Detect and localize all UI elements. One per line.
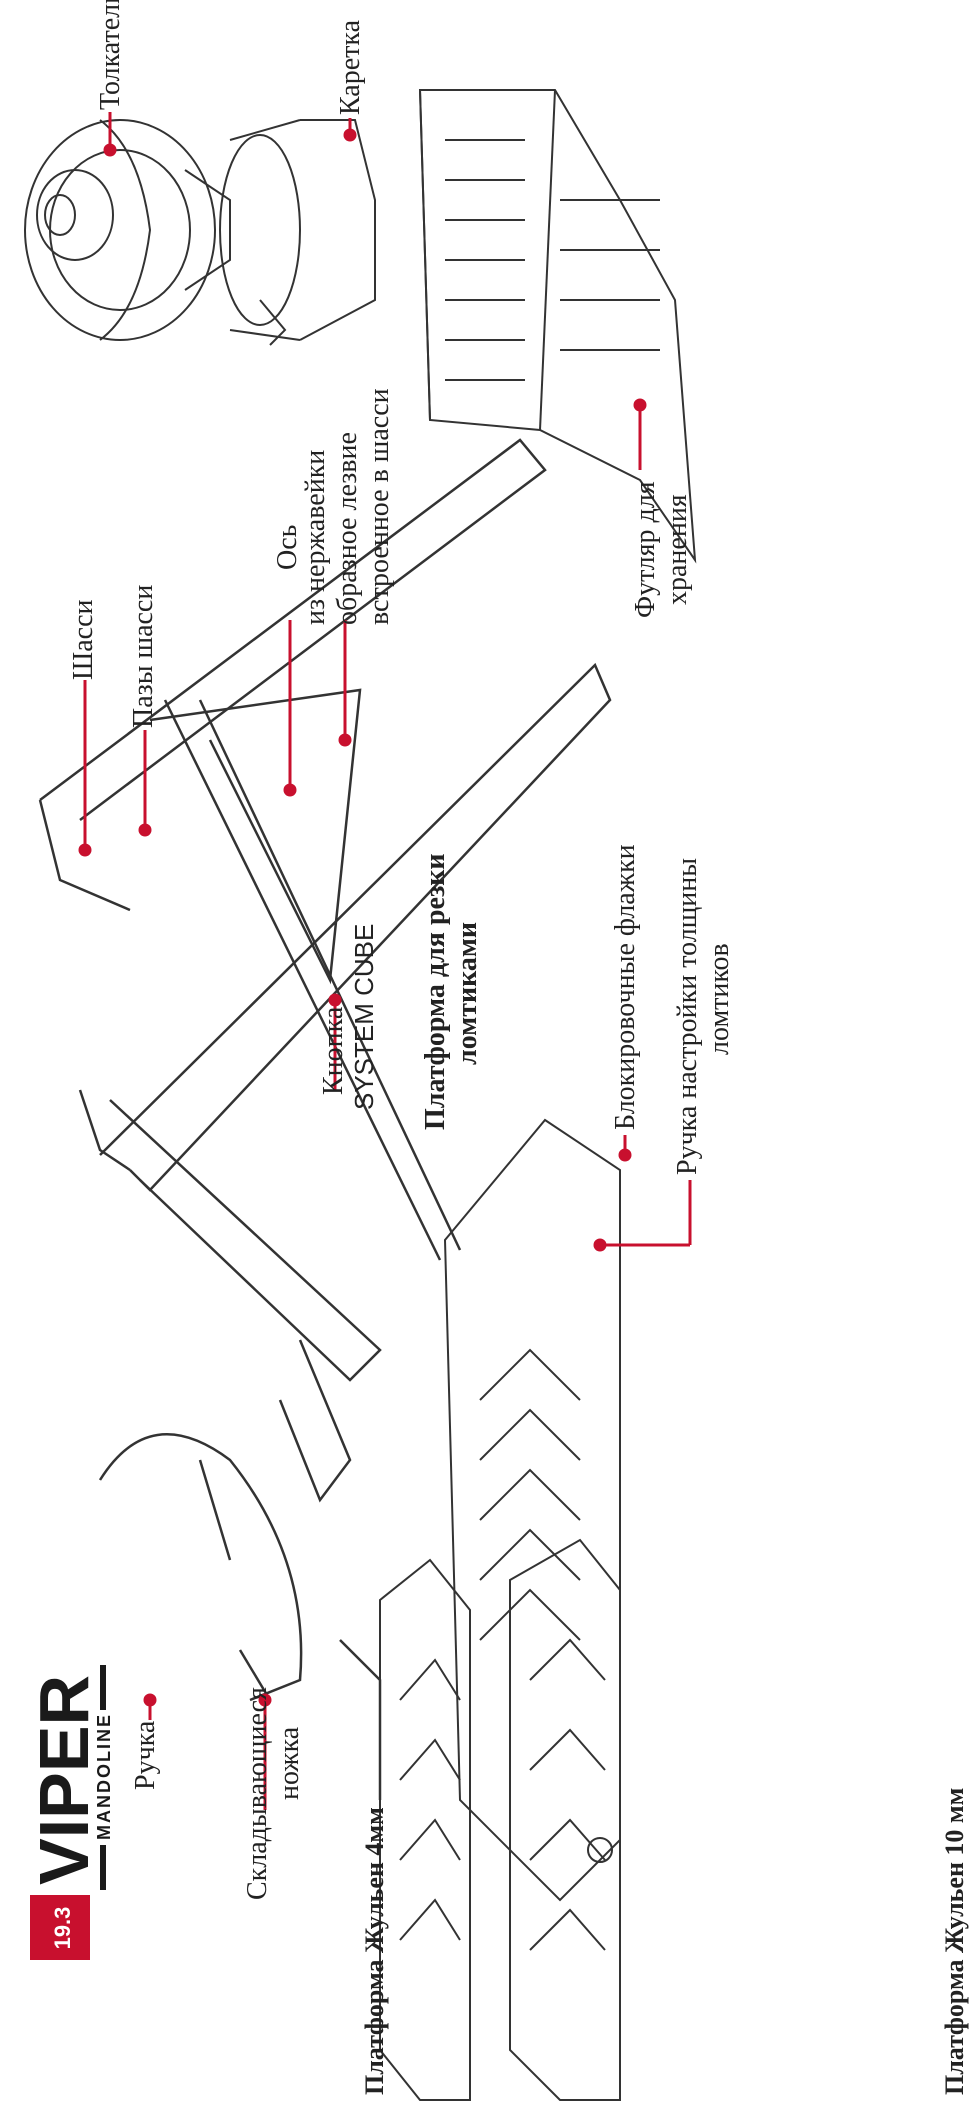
- label-carriage: Каретка: [335, 19, 366, 115]
- carriage-illustration: [219, 119, 376, 346]
- logo-brand: VIPER: [25, 1675, 103, 1885]
- label-blade-2: образное лезвие: [332, 432, 363, 625]
- label-lock-flags: Блокировочные флажки: [610, 844, 641, 1130]
- label-blade-3: встроенное в шасси: [364, 388, 395, 625]
- viper-logo: 19.3 VIPER MANDOLINE: [25, 1665, 114, 1960]
- julienne-4mm-illustration: [379, 1558, 471, 2101]
- label-slice-platform-1: Платформа для резки: [420, 853, 451, 1130]
- label-chassis-slots: Пазы шасси: [128, 584, 159, 728]
- leader-lines: [78, 112, 692, 1810]
- label-blade-1: из нержавейки: [300, 449, 331, 625]
- label-slice-platform-2: ломтиками: [452, 921, 483, 1065]
- label-legs-1: Складывающиеся: [242, 1687, 273, 1900]
- label-pusher: Толкатель: [95, 0, 126, 110]
- label-system-cube-2: SYSTEM CUBE: [349, 923, 379, 1110]
- label-case-2: хранения: [662, 494, 693, 605]
- label-case-1: Футляр для: [630, 481, 661, 618]
- label-julienne-4mm: Платформа Жульен 4мм: [360, 1807, 389, 2095]
- label-knob-2: ломтиков: [704, 943, 735, 1055]
- pusher-illustration: [24, 119, 231, 341]
- label-chassis: Шасси: [68, 599, 99, 680]
- mandoline-frame-illustration: [38, 438, 612, 1800]
- label-legs-2: ножка: [274, 1726, 305, 1800]
- storage-case-illustration: [418, 89, 697, 564]
- logo-sub: MANDOLINE: [94, 1713, 114, 1840]
- slice-platform-illustration: [443, 1118, 621, 1902]
- label-system-cube-1: Кнопка: [318, 1006, 349, 1095]
- label-knob-1: Ручка настройки толщины: [672, 857, 703, 1175]
- logo-badge: 19.3: [50, 1907, 75, 1950]
- label-handle: Ручка: [130, 1720, 161, 1790]
- label-julienne-10mm: Платформа Жульен 10 мм: [940, 1787, 969, 2095]
- julienne-10mm-illustration: [509, 1538, 621, 2101]
